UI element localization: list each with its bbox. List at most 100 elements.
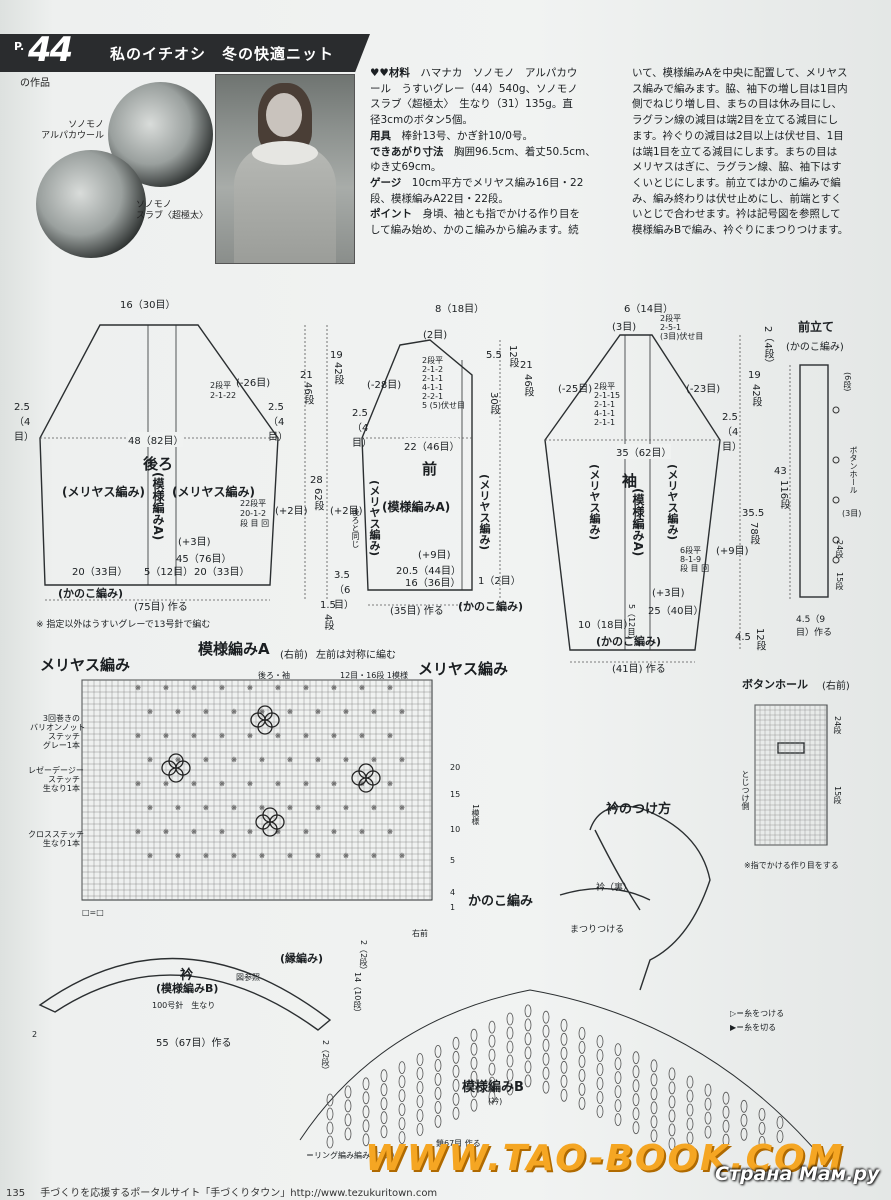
front-bottom: 3.5（6目） (334, 570, 354, 611)
crochet-stitch (488, 1020, 496, 1034)
stitch-symbol: ※ (315, 756, 321, 764)
page-suffix: の作品 (20, 78, 50, 89)
crochet-stitch (578, 1041, 586, 1054)
stitch-symbol: ※ (175, 756, 181, 764)
crochet-stitch (326, 1135, 334, 1149)
crochet-stitch (722, 1105, 730, 1119)
front-top: 8（18目） (435, 304, 485, 315)
front-h1: 5.5 (486, 350, 502, 361)
stitch-symbol: ※ (343, 756, 349, 764)
crochet-stitch (704, 1111, 712, 1125)
crochet-stitch (488, 1076, 496, 1090)
stitch-symbol: ※ (387, 732, 393, 740)
crochet-stitch (578, 1097, 586, 1110)
stitch-symbol: ※ (331, 828, 337, 836)
crochet-stitch (614, 1099, 622, 1112)
crochet-stitch (506, 1054, 514, 1068)
crochet-stitch (560, 1018, 568, 1032)
crochet-stitch (614, 1085, 622, 1098)
band-rows: 24段 (835, 540, 844, 559)
crochet-stitch (398, 1103, 406, 1116)
pattern-b-legend-start: ▷＝糸をつける (730, 1009, 785, 1018)
pattern-b-title: 模様編みB (462, 1080, 524, 1095)
crochet-stitch (398, 1089, 406, 1102)
instruction-text: 棒針13号、かぎ針10/0号。 (391, 129, 533, 142)
crochet-stitch (632, 1121, 640, 1135)
instruction-line: ゆき丈69cm。 (370, 160, 625, 176)
crochet-stitch (740, 1127, 748, 1141)
crochet-stitch (614, 1071, 622, 1084)
instruction-line: ♥♥材料 ハマナカ ソノモノ アルパカウ (370, 66, 625, 82)
crochet-stitch (560, 1032, 568, 1046)
stitch-symbol: ※ (343, 852, 349, 860)
model-photo (215, 74, 355, 264)
stitch-symbol: ※ (371, 804, 377, 812)
crochet-stitch (452, 1106, 460, 1120)
instruction-heading: 用具 (370, 129, 391, 142)
crochet-stitch (686, 1131, 694, 1145)
stitch-symbol: ※ (275, 732, 281, 740)
band-holes: (3目) (842, 509, 862, 518)
front-back-same: 後ろと同じ (351, 508, 360, 548)
front-h2: 30段 (488, 392, 499, 415)
instruction-line: ポイント 身頃、袖とも指でかける作り目を (370, 207, 625, 223)
sleeve-top: 6（14目） (624, 304, 674, 315)
instruction-line: ゲージ 10cm平方でメリヤス編み16目・22 (370, 176, 625, 192)
footer-page: 135 (6, 1188, 26, 1199)
instruction-heading: ポイント (370, 208, 412, 221)
crochet-stitch (398, 1117, 406, 1130)
chart-pattern-one: 1模様 (471, 804, 480, 826)
collar-attach-title: 衿のつけ方 (606, 802, 672, 817)
crochet-stitch (668, 1067, 676, 1081)
back-h1: 21 (300, 370, 313, 381)
plus2b: (+2目) (330, 506, 363, 517)
pattern-b-bottom: 鎖67目 作る (436, 1139, 481, 1148)
chart-kanoko: かのこ編み (468, 894, 534, 909)
stitch-symbol: ※ (191, 684, 197, 692)
chart-right-label: メリヤス編み (418, 660, 509, 678)
crochet-stitch (326, 1121, 334, 1135)
back-decrease: 2段平 2-1-22 (210, 381, 237, 400)
instruction-line: ール うすいグレー（44）540g、ソノモノ (370, 82, 625, 98)
crochet-stitch (506, 1068, 514, 1082)
buttonhole-rows1: 24段 (833, 716, 842, 735)
chart-row-label: 10 (450, 825, 461, 834)
crochet-stitch (380, 1083, 388, 1097)
stitch-symbol: ※ (247, 780, 253, 788)
crochet-stitch (452, 1064, 460, 1078)
crochet-stitch (722, 1091, 730, 1105)
crochet-stitch (542, 1052, 550, 1066)
stitch-symbol: ※ (315, 804, 321, 812)
crochet-stitch (380, 1125, 388, 1139)
crochet-stitch (740, 1113, 748, 1127)
pattern-b-legend-cut: ▶＝糸を切る (730, 1023, 777, 1032)
instruction-line: 段、模様編みA22目・22段。 (370, 192, 625, 208)
back-raglan-dec: (-26目) (236, 378, 271, 389)
pattern-b-ring: ＝リング編み編み（2目） (306, 1151, 400, 1160)
sleeve-inc: 6段平 8-1-9 段 目 回 (680, 546, 710, 573)
crochet-stitch (704, 1125, 712, 1139)
page-prefix: P. (14, 40, 25, 53)
crochet-stitch (434, 1059, 442, 1072)
instruction-text: 10cm平方でメリヤス編み16目・22 (401, 176, 584, 189)
crochet-stitch (524, 1074, 532, 1088)
button-circle (832, 556, 840, 564)
front-neck: 2段平 2-1-2 2-1-1 4-1-1 2-2-1 5 (5)伏せ目 (422, 356, 465, 410)
pattern-a-motifs (161, 705, 381, 837)
crochet-stitch (506, 1026, 514, 1040)
crochet-stitch (704, 1097, 712, 1111)
buttonhole-side: とじつけ側 (741, 770, 750, 810)
front-raglan: (-28目) (367, 380, 402, 391)
stitch-symbol: ※ (135, 780, 141, 788)
front-hem: 20.5（44目） (396, 566, 461, 577)
crochet-stitch (416, 1081, 424, 1094)
crochet-stitch (596, 1049, 604, 1062)
stitch-symbol: ※ (399, 852, 405, 860)
sleeve-hem2: 25（40目） (648, 606, 704, 617)
stitch-symbol: ※ (331, 780, 337, 788)
stitch-symbol: ※ (359, 732, 365, 740)
stitch-symbol: ※ (371, 708, 377, 716)
stitch-symbol: ※ (287, 708, 293, 716)
stitch-symbol: ※ (163, 780, 169, 788)
crochet-stitch (542, 1010, 550, 1024)
